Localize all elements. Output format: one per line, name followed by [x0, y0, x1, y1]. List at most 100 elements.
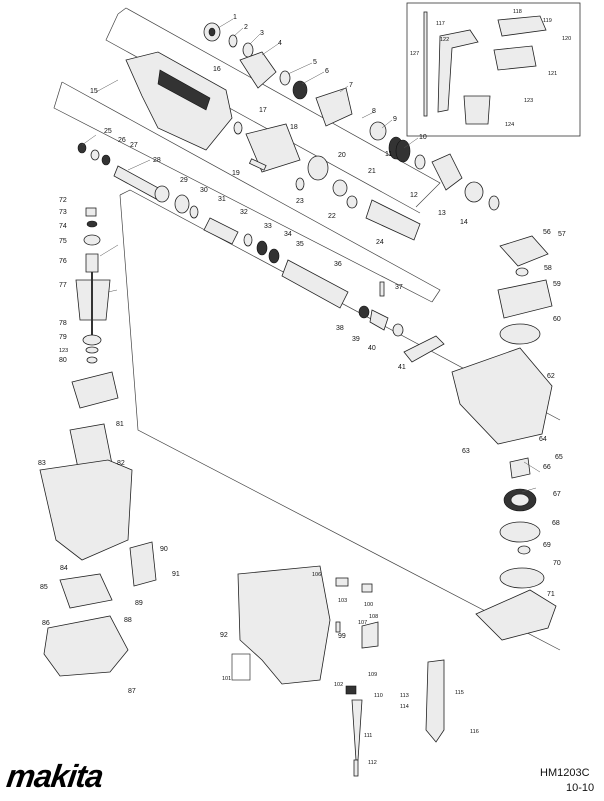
part-number: 24 — [376, 239, 384, 246]
part-number: 82 — [117, 460, 125, 467]
middle-row-parts — [233, 121, 421, 241]
part-number: 11 — [385, 151, 392, 158]
part-number: 22 — [328, 213, 336, 220]
part-number: 75 — [59, 238, 67, 245]
part-number: 28 — [153, 157, 161, 164]
part-number: 62 — [547, 373, 555, 380]
part-number: 36 — [334, 261, 342, 268]
part-number: 114 — [400, 704, 409, 710]
part-number: 40 — [368, 345, 376, 352]
part-number: 88 — [124, 617, 132, 624]
part-number: 66 — [543, 464, 551, 471]
part-number: 59 — [553, 281, 561, 288]
part-number: 74 — [59, 223, 67, 230]
part-number: 85 — [40, 584, 48, 591]
assembly-guide-lines — [53, 7, 561, 651]
label-101 — [231, 653, 251, 681]
part-number: 127 — [410, 51, 419, 57]
part-number: 38 — [336, 325, 344, 332]
small-parts-99-110 — [335, 577, 379, 695]
part-number: 101 — [222, 676, 231, 682]
part-number: 35 — [296, 241, 304, 248]
part-number: 68 — [552, 520, 560, 527]
part-number: 117 — [436, 21, 445, 27]
part-number: 119 — [543, 18, 552, 24]
part-number: 69 — [543, 542, 551, 549]
part-number: 108 — [369, 614, 378, 620]
part-number: 2 — [244, 24, 248, 31]
housing-16 — [125, 51, 233, 151]
part-number: 78 — [59, 320, 67, 327]
part-number: 72 — [59, 197, 67, 204]
part-number: 112 — [368, 760, 377, 766]
part-number: 39 — [352, 336, 360, 343]
lower-row-parts — [77, 142, 445, 363]
part-number: 30 — [200, 187, 208, 194]
part-number: 106 — [312, 572, 321, 578]
part-number: 67 — [553, 491, 561, 498]
part-number: 19 — [232, 170, 240, 177]
model-number: HM1203C — [540, 767, 590, 779]
part-number: 83 — [38, 460, 46, 467]
part-number: 113 — [400, 693, 409, 699]
rod-112 — [353, 759, 359, 777]
part-number: 60 — [553, 316, 561, 323]
part-number: 8 — [372, 108, 376, 115]
part-number: 1 — [233, 14, 237, 21]
part-number: 29 — [180, 177, 188, 184]
part-number: 123 — [59, 348, 68, 354]
part-number: 41 — [398, 364, 406, 371]
switch-90 — [129, 541, 157, 587]
part-number: 65 — [555, 454, 563, 461]
makita-logo: makita — [5, 758, 123, 794]
part-number: 21 — [368, 168, 376, 175]
part-number: 92 — [220, 632, 228, 639]
part-number: 70 — [553, 560, 561, 567]
bolt-111 — [351, 699, 363, 761]
cover-86 — [43, 615, 129, 677]
part-number: 64 — [539, 436, 547, 443]
part-number-labels: 1 2 3 4 5 6 7 8 9 10 11 12 13 14 15 16 1… — [38, 9, 571, 766]
part-number: 87 — [128, 688, 136, 695]
part-number: 100 — [364, 602, 373, 608]
part-number: 84 — [60, 565, 68, 572]
part-number: 77 — [59, 282, 67, 289]
part-number: 71 — [547, 591, 555, 598]
part-number: 17 — [259, 107, 267, 114]
part-number: 37 — [395, 284, 403, 291]
part-number: 5 — [313, 59, 317, 66]
part-number: 9 — [393, 116, 397, 123]
part-number: 57 — [558, 231, 566, 238]
part-number: 32 — [240, 209, 248, 216]
part-number: 27 — [130, 142, 138, 149]
top-row-parts — [203, 22, 500, 211]
part-number: 23 — [296, 198, 304, 205]
part-number: 103 — [338, 598, 347, 604]
part-number: 79 — [59, 334, 67, 341]
part-number: 89 — [135, 600, 143, 607]
revision-date: 10-10 — [566, 782, 595, 794]
part-number: 34 — [284, 231, 292, 238]
part-number: 76 — [59, 258, 67, 265]
part-number: 81 — [116, 421, 124, 428]
leader-lines — [81, 18, 541, 493]
part-number: 107 — [358, 620, 367, 626]
part-number: 118 — [513, 9, 522, 15]
part-number: 6 — [325, 68, 329, 75]
part-number: 123 — [524, 98, 533, 104]
part-number: 7 — [349, 82, 353, 89]
part-number: 111 — [364, 733, 372, 739]
part-number: 124 — [505, 122, 514, 128]
part-number: 13 — [438, 210, 446, 217]
part-number: 14 — [460, 219, 468, 226]
part-number: 115 — [455, 690, 464, 696]
part-number: 3 — [260, 30, 264, 37]
housing-vents — [157, 69, 211, 111]
motor-housing-83 — [39, 459, 133, 561]
part-number: 4 — [278, 40, 282, 47]
part-number: 18 — [290, 124, 298, 131]
right-column-parts — [451, 235, 557, 641]
part-number: 86 — [42, 620, 50, 627]
part-number: 73 — [59, 209, 67, 216]
